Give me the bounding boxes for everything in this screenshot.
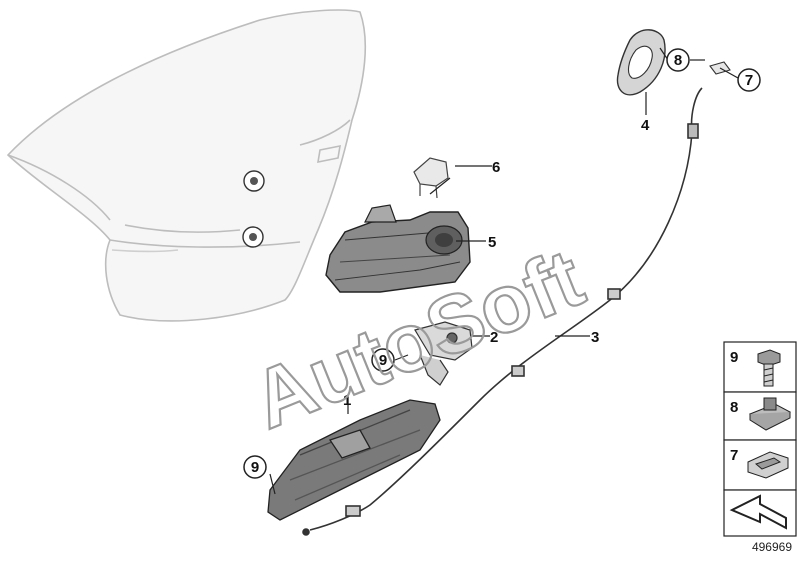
circle-9-upper: [371, 348, 395, 372]
circled-callouts: 8 7 9 9: [243, 48, 761, 479]
part-3-cable: [302, 87, 703, 536]
callout-1: 1: [343, 392, 351, 409]
circle-7: [737, 68, 761, 92]
diagram-id: 496969: [751, 540, 792, 554]
circle-8: [666, 48, 690, 72]
nut-clip-icon: [748, 397, 792, 431]
callout-9-upper: 9: [379, 352, 387, 369]
part-1-lock: [267, 399, 441, 521]
part-2-striker: [414, 321, 473, 386]
part-5-release-switch: [325, 204, 471, 293]
clip-icon: [747, 451, 789, 479]
callout-3: 3: [591, 329, 599, 346]
callout-8: 8: [674, 52, 682, 69]
callout-labels: 6 5 2 3 1 4: [343, 117, 650, 409]
panel-label-7: 7: [730, 447, 738, 464]
hardware-side-panel: 9 8 7: [723, 341, 797, 537]
bolt-icon: [757, 349, 781, 387]
panel-label-8: 8: [730, 399, 738, 416]
callout-4: 4: [641, 117, 650, 134]
panel-label-9: 9: [730, 349, 738, 366]
callout-5: 5: [488, 234, 496, 251]
arrow-icon: [729, 494, 787, 530]
trunk-lid-illustration: [6, 9, 367, 322]
trunk-emblem-screws: [242, 170, 265, 248]
callout-2: 2: [490, 329, 498, 346]
part-6-bracket: [413, 157, 449, 199]
callout-6: 6: [492, 159, 500, 176]
part-4-release-handle: [616, 29, 666, 96]
circle-9-lower: [243, 455, 267, 479]
callout-9-lower: 9: [251, 459, 259, 476]
callout-7: 7: [745, 72, 753, 89]
